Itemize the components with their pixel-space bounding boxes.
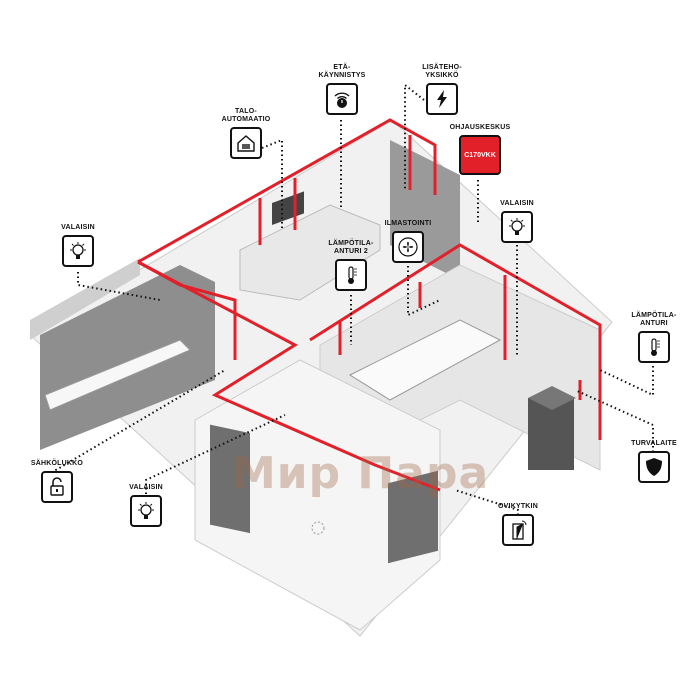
callout-safety: TURVALAITE (624, 440, 684, 483)
callout-temp-sensor-2: LÄMPÖTILA- ANTURI 2 (322, 240, 380, 291)
lightbulb-icon (62, 235, 94, 267)
fan-icon (392, 231, 424, 263)
label-light-left: VALAISIN (61, 224, 95, 231)
callout-ventilation: ILMASTOINTI (378, 220, 438, 263)
callout-door-switch: OVIKYTKIN (492, 503, 544, 546)
lightbulb-icon (130, 495, 162, 527)
lightbulb-icon (501, 211, 533, 243)
watermark: Мир Пара (232, 448, 490, 499)
callout-remote-start: ETÄ- KÄYNNISTYS (316, 64, 368, 115)
callout-temp-sensor: LÄMPÖTILA- ANTURI (624, 312, 684, 363)
wiring (137, 118, 602, 492)
callout-control-unit: OHJAUSKESKUS C170VKK (448, 124, 512, 175)
control-unit-model: C170VKK (459, 135, 501, 175)
shower-door (210, 424, 250, 534)
sauna-bench-right (348, 319, 502, 401)
label-ventilation: ILMASTOINTI (384, 220, 432, 227)
label-temp-sensor-2: LÄMPÖTILA- ANTURI 2 (328, 240, 374, 255)
label-safety: TURVALAITE (631, 440, 677, 447)
lightning-icon (426, 83, 458, 115)
label-light-bottom: VALAISIN (129, 484, 163, 491)
sauna-wall-left (40, 265, 215, 450)
label-extra-power: LISÄTEHO- YKSIKKÖ (422, 64, 462, 79)
callout-electric-lock: SÄHKÖLUKKO (28, 460, 86, 503)
back-wall-left (30, 258, 140, 340)
remote-power-icon (326, 83, 358, 115)
sauna-heater (528, 398, 574, 470)
label-electric-lock: SÄHKÖLUKKO (30, 460, 84, 467)
floor-drain (311, 521, 325, 535)
callout-light-right: VALAISIN (491, 200, 543, 243)
door-icon (502, 514, 534, 546)
thermometer-icon (335, 259, 367, 291)
label-control-unit: OHJAUSKESKUS (449, 124, 511, 131)
sauna-door (388, 470, 438, 564)
leader-lines (55, 82, 654, 515)
label-remote-start: ETÄ- KÄYNNISTYS (318, 64, 366, 79)
label-door-switch: OVIKYTKIN (498, 503, 538, 510)
shield-icon (638, 451, 670, 483)
label-temp-sensor: LÄMPÖTILA- ANTURI (631, 312, 677, 327)
sauna-bench-left (44, 339, 191, 411)
desk (239, 204, 381, 301)
label-light-right: VALAISIN (500, 200, 534, 207)
house-icon (230, 127, 262, 159)
callout-light-bottom: VALAISIN (120, 484, 172, 527)
callout-light-left: VALAISIN (52, 224, 104, 267)
callout-home-automation: TALO- AUTOMAATIO (218, 108, 274, 159)
thermometer-icon (638, 331, 670, 363)
heater-top (528, 386, 576, 410)
label-home-automation: TALO- AUTOMAATIO (221, 108, 271, 123)
lock-icon (41, 471, 73, 503)
callout-extra-power: LISÄTEHO- YKSIKKÖ (416, 64, 468, 115)
